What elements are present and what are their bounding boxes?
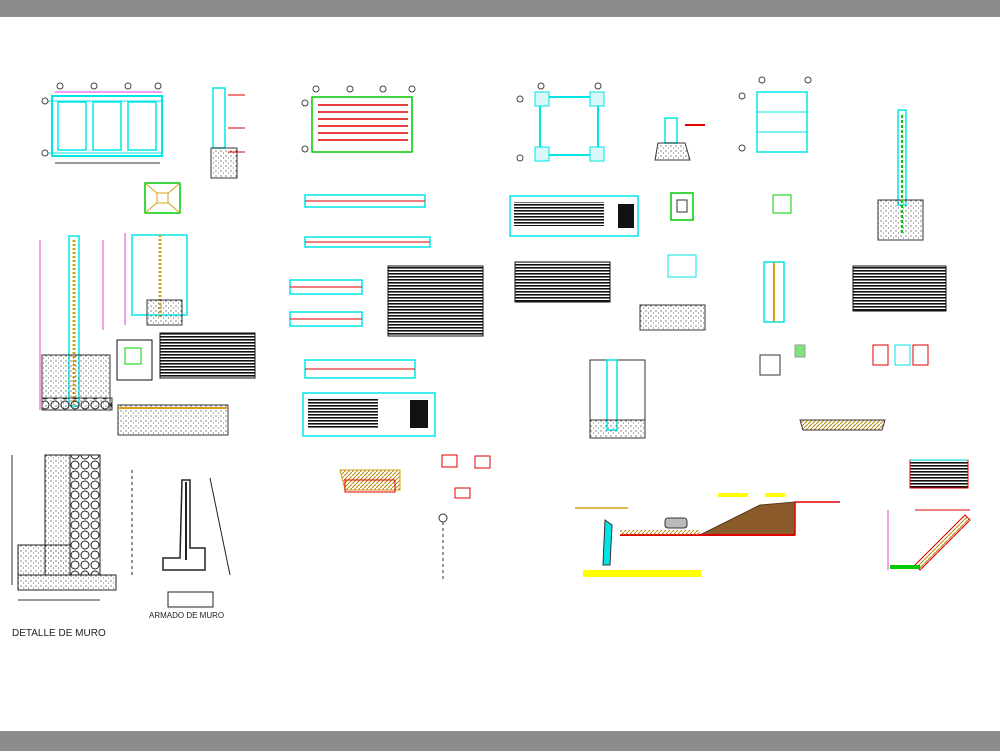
footing-plan-small bbox=[144, 182, 181, 214]
rebar-table-1 bbox=[116, 332, 256, 381]
bottom-bar bbox=[0, 731, 1000, 751]
stair-details bbox=[887, 459, 971, 571]
column-section-3 bbox=[654, 117, 705, 161]
wall-reinforcement-drawing bbox=[131, 470, 231, 608]
top-bar bbox=[0, 0, 1000, 17]
wall-detail-title: DETALLE DE MURO bbox=[12, 628, 106, 639]
column-elevation-2 bbox=[124, 233, 188, 326]
beam-elevations bbox=[289, 194, 431, 327]
foundation-plan-1 bbox=[41, 82, 163, 164]
column-section-1 bbox=[210, 87, 245, 179]
cad-sheet bbox=[11, 76, 971, 608]
rebar-table-3 bbox=[514, 261, 611, 303]
beam-detail bbox=[304, 359, 416, 379]
wall-detail-drawing bbox=[11, 454, 117, 601]
terrain-section bbox=[575, 493, 840, 577]
foundation-plan-2 bbox=[301, 85, 416, 153]
footing-details-3 bbox=[589, 192, 706, 439]
column-details-right bbox=[759, 194, 929, 431]
rebar-table-2 bbox=[387, 265, 484, 337]
legend-box-1 bbox=[302, 392, 436, 437]
column-plan-3 bbox=[516, 82, 605, 162]
slab-section-1 bbox=[117, 404, 229, 436]
legend-box-2 bbox=[509, 195, 639, 237]
small-details-center bbox=[339, 454, 491, 580]
tall-column-detail bbox=[39, 235, 113, 411]
wall-reinforcement-title: ARMADO DE MURO bbox=[149, 611, 225, 620]
frame-elevation bbox=[738, 76, 812, 153]
tall-column-right bbox=[877, 109, 924, 241]
rebar-table-4 bbox=[852, 265, 947, 312]
